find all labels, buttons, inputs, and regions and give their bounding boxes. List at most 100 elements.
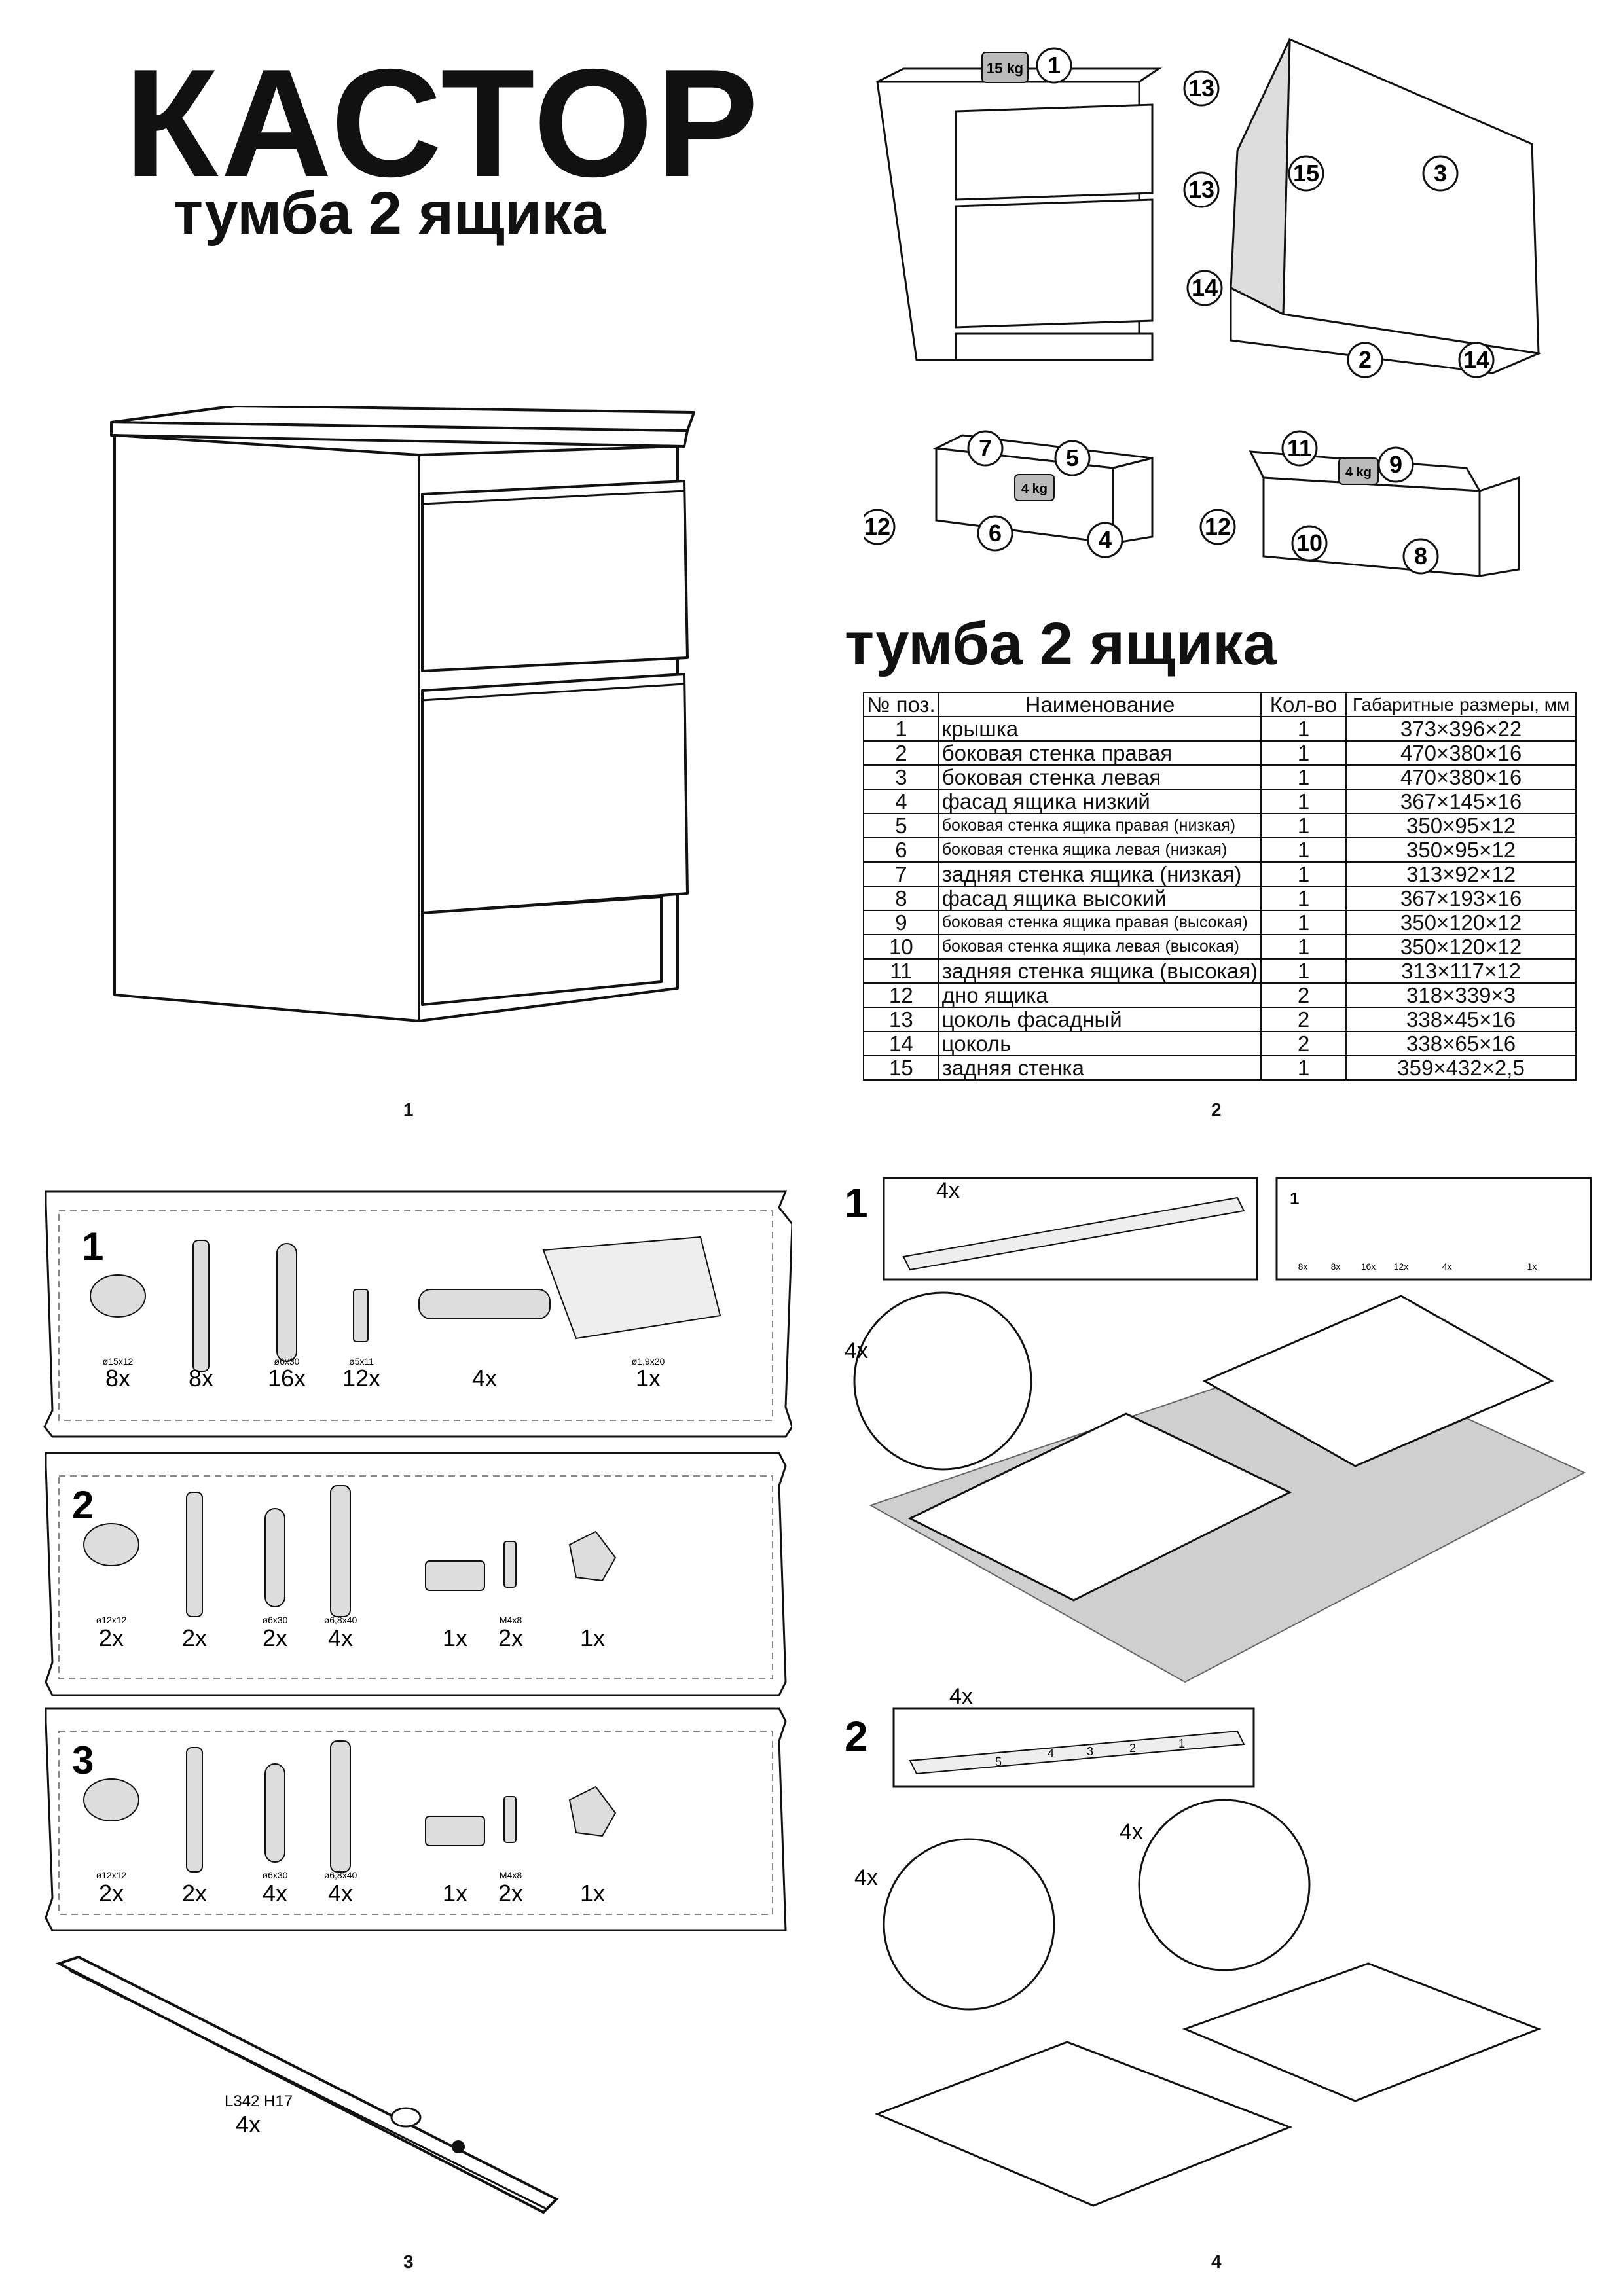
- hw-size: ø6x30: [274, 1356, 300, 1367]
- hw-qty: 1x: [443, 1624, 467, 1651]
- step2-detail-left: [883, 1838, 1055, 2011]
- hw-size: ø15x12: [103, 1356, 134, 1367]
- mini-qty: 8x: [1331, 1261, 1341, 1272]
- cell-name: фасад ящика низкий: [938, 789, 1262, 814]
- svg-text:7: 7: [979, 435, 992, 461]
- parts-table: № поз. Наименование Кол-во Габаритные ра…: [863, 692, 1577, 1081]
- step2-detail-qty-left: 4x: [854, 1865, 878, 1890]
- cell-dims: 470×380×16: [1345, 740, 1577, 766]
- hw-qty: 8x: [189, 1365, 213, 1391]
- cell-name: боковая стенка левая: [938, 764, 1262, 790]
- hw-qty: 4x: [472, 1365, 497, 1391]
- cell-dims: 350×120×12: [1345, 934, 1577, 960]
- hw-qty: 1x: [443, 1880, 467, 1907]
- rail-illustration: L342 H17 4x: [55, 1955, 559, 2214]
- corner-bracket-icon: [568, 1530, 617, 1582]
- page-number: 2: [1211, 1100, 1222, 1120]
- hw-qty: 2x: [99, 1880, 124, 1907]
- assembly-steps: 1 4x 1 8x 8x 16x 12x 4x 1x 4x 2 4x 1 2 3…: [845, 1177, 1592, 2207]
- small-screw-icon: [503, 1541, 517, 1588]
- rail-mark: 5: [995, 1755, 1002, 1768]
- cell-name: задняя стенка ящика (низкая): [938, 861, 1262, 887]
- rail-label: L342 H17: [225, 2092, 293, 2110]
- step1-detail-qty: 4x: [845, 1338, 868, 1363]
- hw-qty: 2x: [182, 1880, 207, 1907]
- step2-detail-qty-right: 4x: [1120, 1820, 1143, 1844]
- weight-drawer-label: 4 kg: [1021, 482, 1048, 496]
- cell-pos: 4: [863, 789, 939, 814]
- cell-qty: 1: [1260, 886, 1347, 911]
- cell-dims: 350×95×12: [1345, 813, 1577, 838]
- hw-size: ø1,9x20: [632, 1356, 665, 1367]
- cell-name: задняя стенка ящика (высокая): [938, 958, 1262, 984]
- rail-mark: 2: [1129, 1742, 1136, 1755]
- cell-qty: 2: [1260, 982, 1347, 1008]
- cell-qty: 1: [1260, 910, 1347, 935]
- panel-step-number: 2: [72, 1483, 94, 1527]
- panel-step-number: 1: [82, 1225, 103, 1268]
- cell-pos: 14: [863, 1031, 939, 1056]
- dowel-icon: [264, 1763, 285, 1863]
- svg-text:12: 12: [864, 513, 890, 540]
- cell-pos: 12: [863, 982, 939, 1008]
- cell-dims: 318×339×3: [1345, 982, 1577, 1008]
- cell-pos: 15: [863, 1055, 939, 1081]
- col-qty: Кол-во: [1260, 692, 1347, 717]
- weight-top-label: 15 kg: [987, 60, 1023, 77]
- cell-dims: 338×65×16: [1345, 1031, 1577, 1056]
- svg-text:14: 14: [1463, 346, 1489, 373]
- cell-qty: 1: [1260, 1055, 1347, 1081]
- cell-qty: 1: [1260, 740, 1347, 766]
- cell-pos: 2: [863, 740, 939, 766]
- cell-dims: 350×120×12: [1345, 910, 1577, 935]
- hw-qty: 4x: [328, 1624, 353, 1651]
- handle-icon: [418, 1289, 551, 1319]
- mini-hardware-panel: [1275, 1177, 1592, 1281]
- cell-pos: 10: [863, 934, 939, 960]
- cell-pos: 3: [863, 764, 939, 790]
- page-title: КАСТОР: [124, 37, 761, 209]
- hw-qty: 12x: [342, 1365, 380, 1391]
- cell-qty: 1: [1260, 764, 1347, 790]
- cell-dims: 313×92×12: [1345, 861, 1577, 887]
- table-header-row: № поз. Наименование Кол-во Габаритные ра…: [863, 692, 1577, 717]
- svg-text:2: 2: [1359, 346, 1372, 373]
- svg-text:12: 12: [1205, 513, 1231, 540]
- step2-qty: 4x: [949, 1684, 973, 1709]
- hw-size: ø12x12: [96, 1615, 127, 1625]
- parts-diagram: 15 kg 1 13 13 15 3 14 14 2 7 5 4 kg 12 6…: [864, 37, 1542, 577]
- cell-dims: 367×193×16: [1345, 886, 1577, 911]
- svg-text:14: 14: [1192, 274, 1218, 301]
- hw-qty: 2x: [99, 1624, 124, 1651]
- hw-qty: 1x: [636, 1365, 661, 1391]
- hw-size: ø6x30: [263, 1870, 288, 1880]
- mini-qty: 1x: [1527, 1261, 1537, 1272]
- mini-qty: 8x: [1298, 1261, 1308, 1272]
- cell-name: дно ящика: [938, 982, 1262, 1008]
- hw-qty: 4x: [263, 1880, 287, 1907]
- hw-size: ø6x30: [263, 1615, 288, 1625]
- mini-qty: 16x: [1361, 1261, 1376, 1272]
- cell-pos: 11: [863, 958, 939, 984]
- svg-text:11: 11: [1287, 435, 1312, 461]
- cell-name: цоколь: [938, 1031, 1262, 1056]
- cell-pos: 13: [863, 1007, 939, 1032]
- cell-dims: 313×117×12: [1345, 958, 1577, 984]
- hw-qty: 2x: [182, 1624, 207, 1651]
- cam-lock-icon: [83, 1778, 139, 1821]
- cell-dims: 359×432×2,5: [1345, 1055, 1577, 1081]
- dowel-icon: [276, 1243, 297, 1362]
- small-screw-icon: [503, 1796, 517, 1843]
- hw-size: M4x8: [500, 1870, 522, 1880]
- hw-size: ø6,8x40: [324, 1615, 357, 1625]
- col-dims: Габаритные размеры, мм: [1345, 692, 1577, 717]
- cam-lock-icon: [90, 1274, 146, 1318]
- cell-qty: 1: [1260, 716, 1347, 742]
